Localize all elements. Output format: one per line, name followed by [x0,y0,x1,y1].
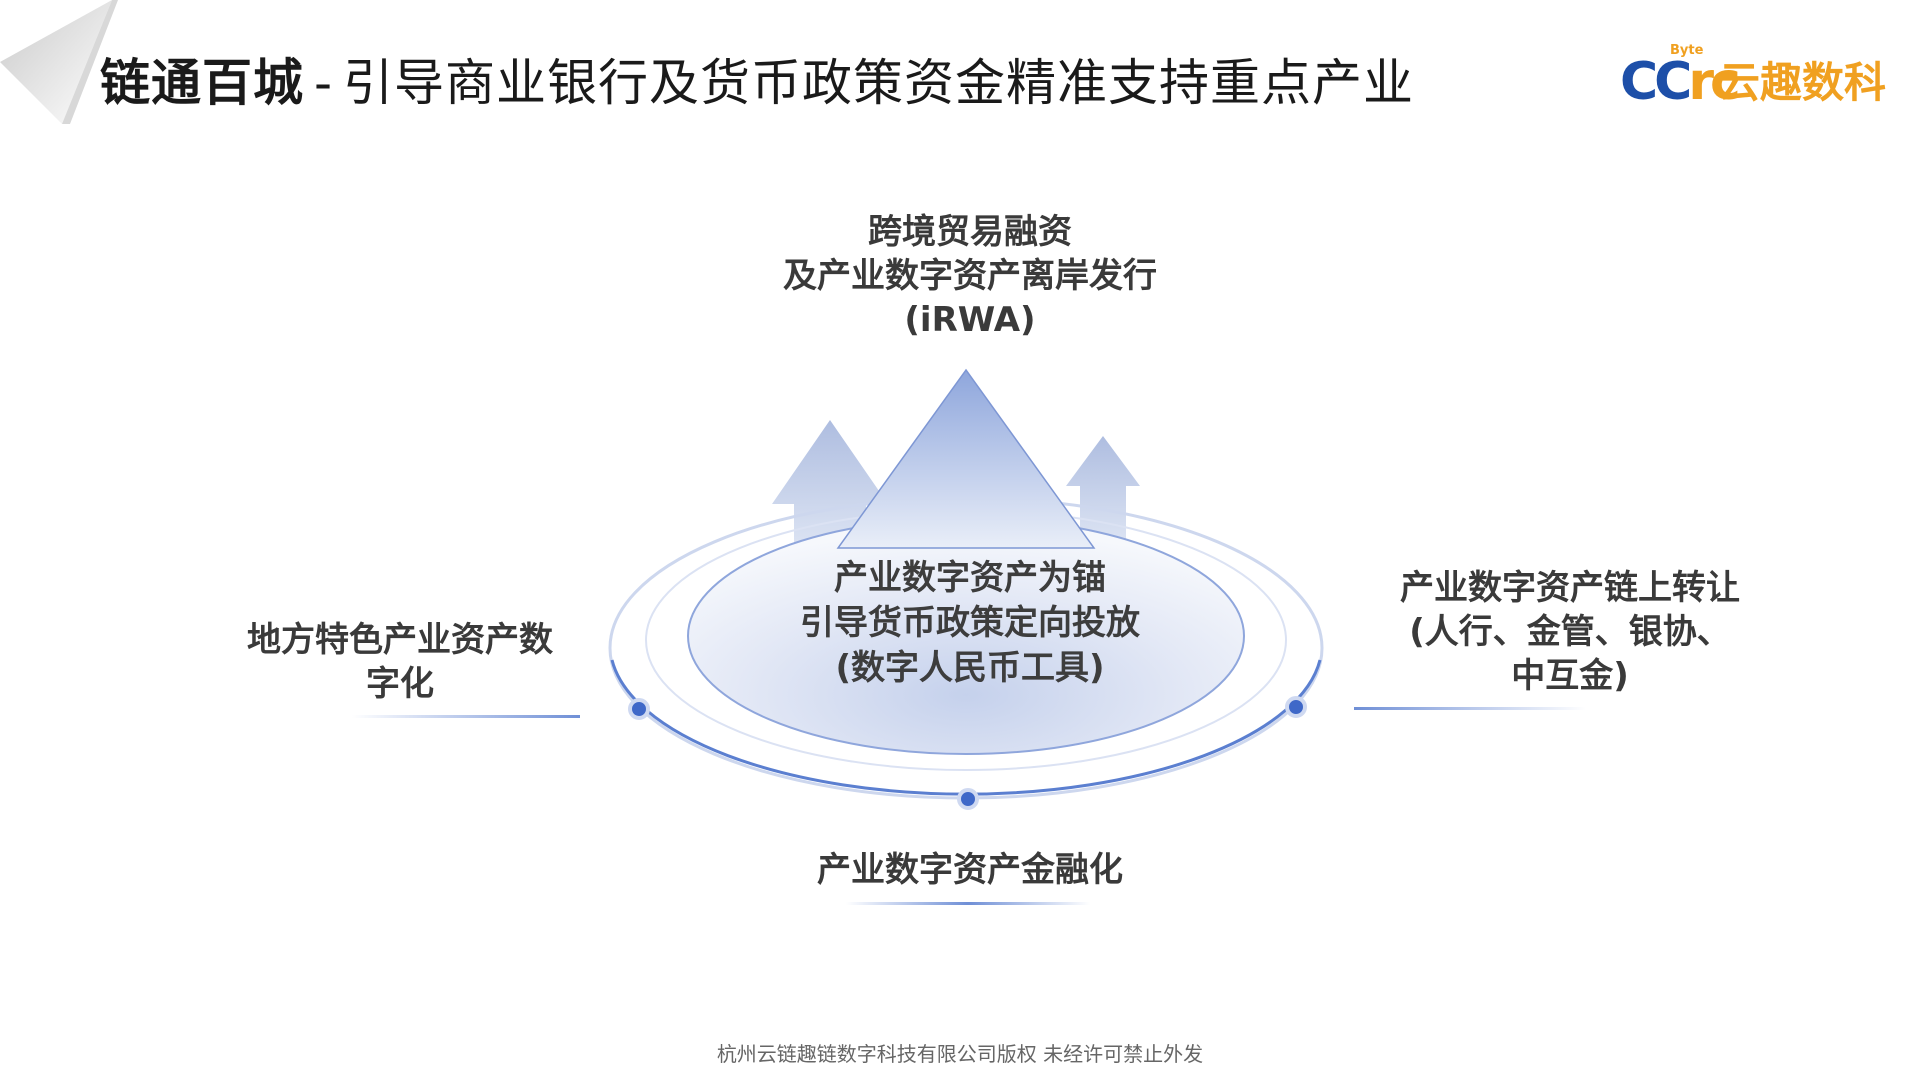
label-center-line-2: 引导货币政策定向投放 [800,603,1140,643]
label-right: 产业数字资产链上转让 (人行、金管、银协、 中互金) [1360,566,1780,698]
logo-byte: Byte [1670,43,1704,58]
center-peak [836,368,1096,549]
ring-dot-bottom [957,788,979,810]
label-bottom-line-1: 产业数字资产金融化 [817,850,1123,890]
label-top-line-2: 及产业数字资产离岸发行 [783,256,1157,296]
label-left-line-1: 地方特色产业资产数 [247,620,553,660]
logo-mark-right: rc [1688,52,1741,112]
title-strong: 链通百城 [100,54,304,112]
label-center-line-3: (数字人民币工具) [835,648,1105,688]
title-rest: 引导商业银行及货币政策资金精准支持重点产业 [343,54,1415,112]
title-separator: - [314,54,334,112]
label-left-line-2: 字化 [366,664,434,704]
label-top-line-1: 跨境贸易融资 [868,212,1072,252]
label-right-line-2: (人行、金管、银协、 [1409,612,1731,652]
ring-dot-right [1285,696,1307,718]
label-left: 地方特色产业资产数 字化 [210,618,590,706]
label-bottom: 产业数字资产金融化 [740,848,1200,892]
label-top: 跨境贸易融资 及产业数字资产离岸发行 (iRWA) [710,210,1230,342]
label-top-line-3: (iRWA) [904,300,1036,340]
bottom-underline [846,902,1090,905]
right-underline [1354,707,1586,710]
company-logo: CCrc Byte 云趣数科 [1620,44,1890,114]
page-title: 链通百城-引导商业银行及货币政策资金精准支持重点产业 [100,48,1414,118]
left-underline [352,715,580,718]
ring-dot-left [628,698,650,720]
logo-mark: CCrc [1620,52,1741,112]
label-center: 产业数字资产为锚 引导货币政策定向投放 (数字人民币工具) [740,556,1200,691]
footer-copyright: 杭州云链趣链数字科技有限公司版权 未经许可禁止外发 [716,1042,1204,1066]
logo-name: 云趣数科 [1718,58,1887,107]
logo-mark-left: CC [1620,52,1692,112]
label-right-line-1: 产业数字资产链上转让 [1400,568,1740,608]
corner-decoration [0,0,118,124]
label-right-line-3: 中互金) [1511,656,1629,696]
label-center-line-1: 产业数字资产为锚 [834,558,1106,598]
